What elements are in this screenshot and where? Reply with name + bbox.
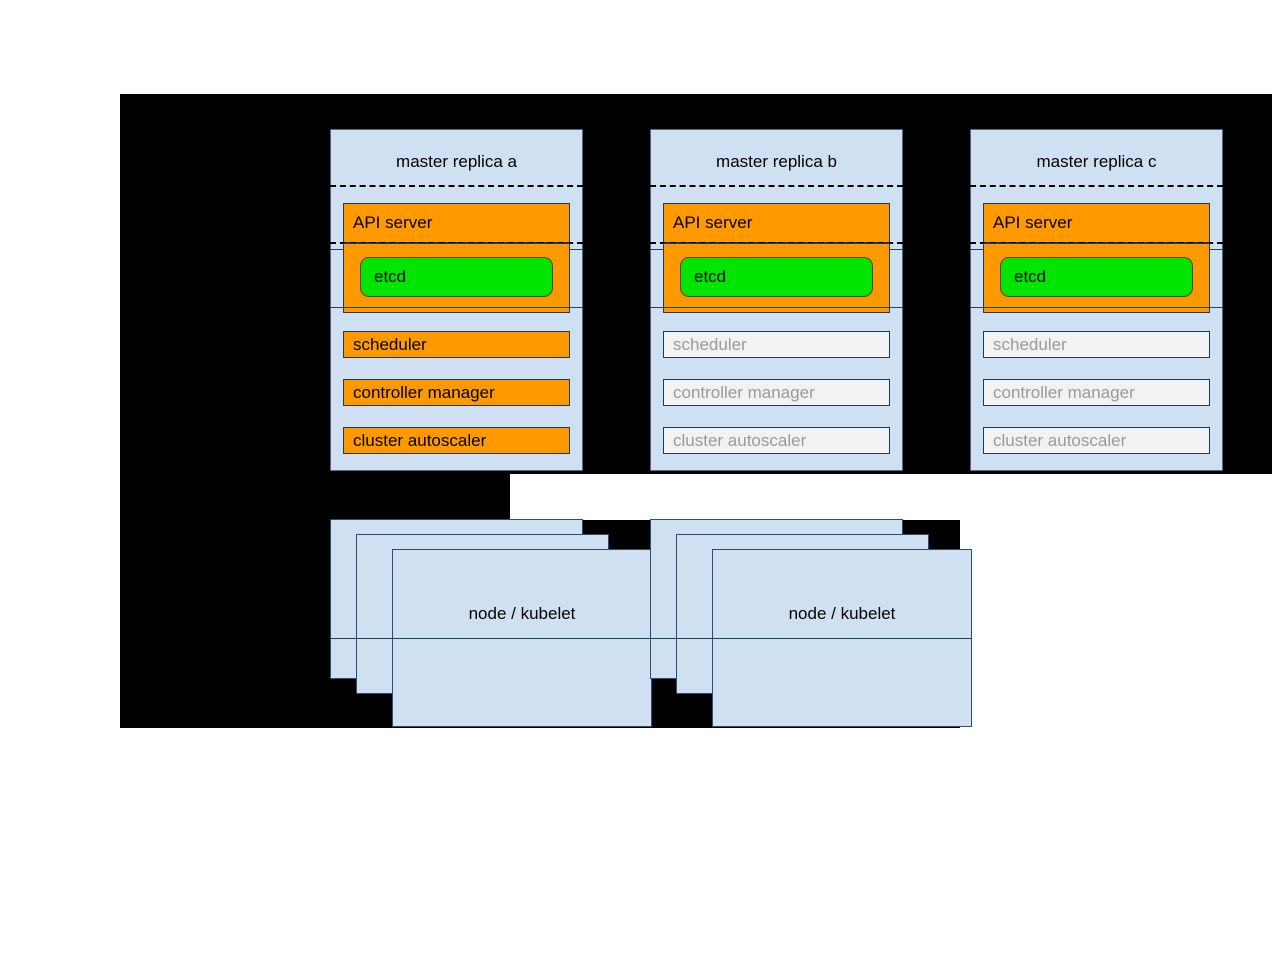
master-replica-b-controller-manager[interactable]: controller manager [663,379,890,406]
replica-a-title-separator [330,185,583,187]
replica-c-etcd-bottom-rule [970,307,1223,308]
master-replica-c-scheduler[interactable]: scheduler [983,331,1210,358]
master-replica-b-etcd[interactable]: etcd [680,257,873,297]
master-replica-a-controller-manager[interactable]: controller manager [343,379,570,406]
master-replica-a-etcd[interactable]: etcd [360,257,553,297]
replica-b-title-separator [650,185,903,187]
master-replica-c-api-server[interactable]: API server [983,203,1210,243]
master-replica-b-cluster-autoscaler[interactable]: cluster autoscaler [663,427,890,454]
master-replica-a-scheduler[interactable]: scheduler [343,331,570,358]
master-replica-c-etcd[interactable]: etcd [1000,257,1193,297]
master-replica-b-api-server[interactable]: API server [663,203,890,243]
replica-a-etcd-bottom-rule [330,307,583,308]
master-replica-b-title: master replica b [716,152,837,171]
node-stack-2-label: node / kubelet [788,604,896,623]
master-replica-a-cluster-autoscaler[interactable]: cluster autoscaler [343,427,570,454]
master-replica-a-title: master replica a [396,152,517,171]
replica-b-etcd-bottom-rule [650,307,903,308]
replica-c-title-separator [970,185,1223,187]
node-stack-1-rule [330,638,652,639]
node-stack-1-label: node / kubelet [468,604,576,623]
master-replica-c-title: master replica c [1036,152,1157,171]
master-replica-b-scheduler[interactable]: scheduler [663,331,890,358]
master-replica-c-cluster-autoscaler[interactable]: cluster autoscaler [983,427,1210,454]
master-replica-a-api-server[interactable]: API server [343,203,570,243]
master-replica-c-controller-manager[interactable]: controller manager [983,379,1210,406]
node-stack-2-rule [650,638,972,639]
white-gap-band [510,474,1280,520]
